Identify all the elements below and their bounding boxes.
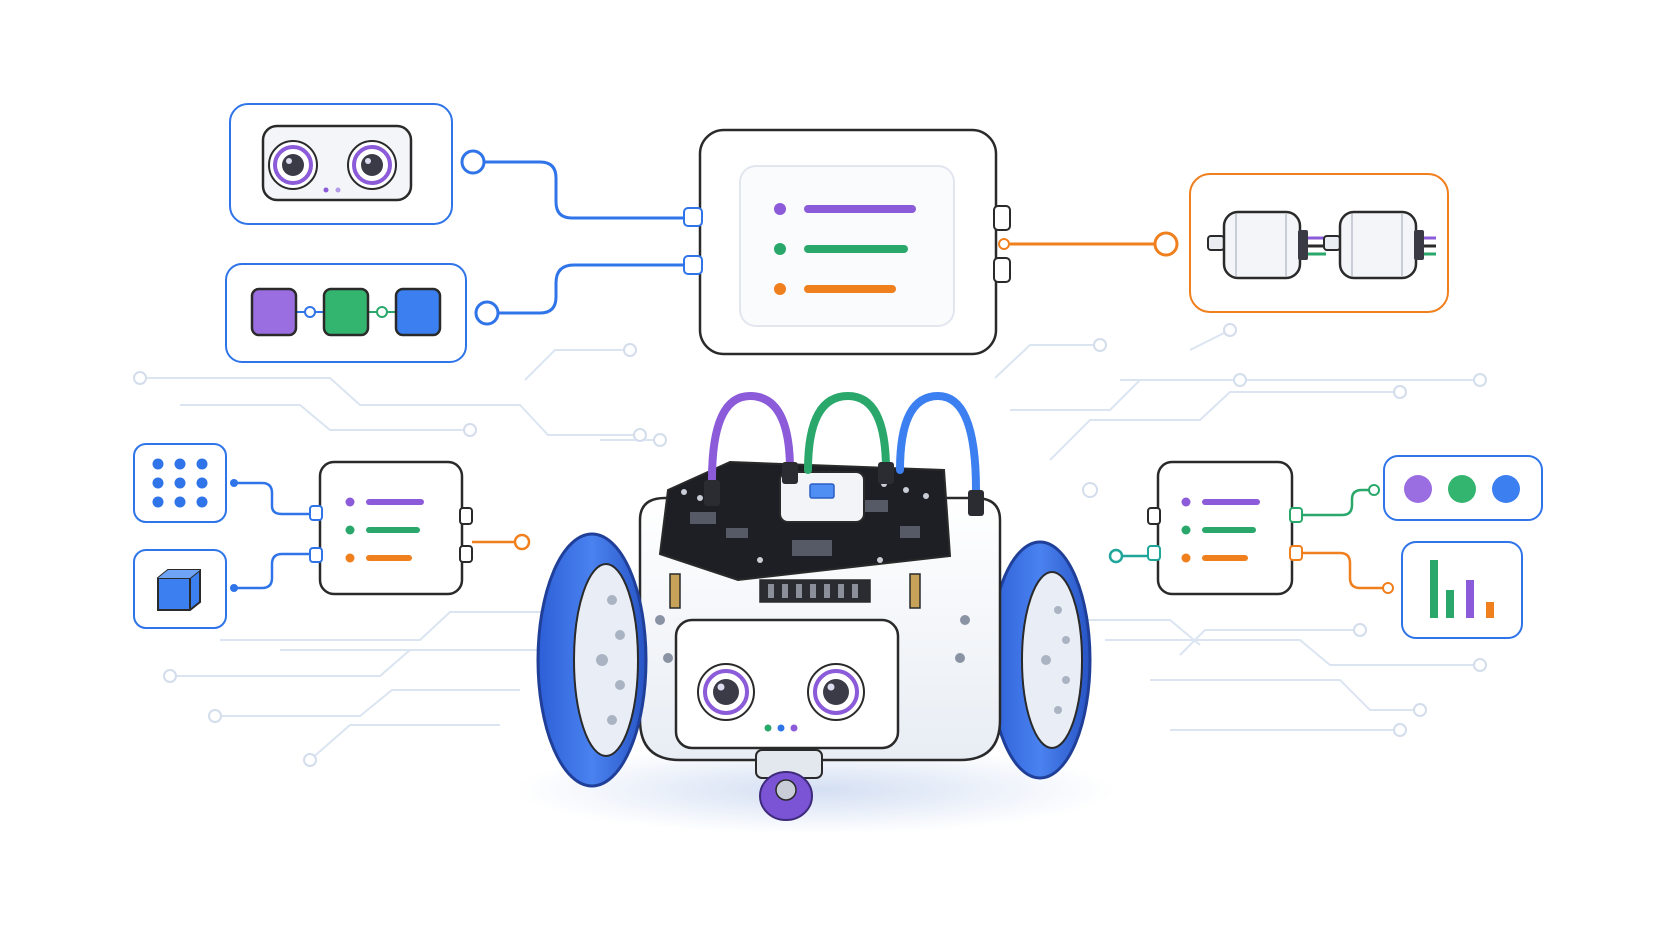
motors-module[interactable] (1189, 173, 1449, 313)
list-icon (774, 203, 916, 295)
right-controller[interactable] (1147, 460, 1303, 596)
bar-chart-module[interactable] (1401, 541, 1523, 639)
caster-wheel (755, 749, 823, 821)
dot-grid-icon (152, 458, 208, 508)
right-group-wires (1302, 488, 1384, 590)
standoffs (669, 573, 921, 609)
cube-icon (157, 569, 201, 611)
color-dots-icon (1404, 475, 1520, 503)
motors-connector-port[interactable] (1153, 231, 1179, 257)
sensor-eyes-module[interactable] (229, 103, 453, 225)
left-group-wires (234, 481, 318, 590)
ultrasonic-sensor-icon (261, 124, 413, 202)
right-controller-input (1108, 548, 1148, 564)
bar-chart-icon (1430, 560, 1494, 618)
color-blocks-icon (250, 287, 442, 337)
controller-to-motors-wire (998, 231, 1179, 257)
list-icon (1181, 497, 1260, 563)
robot-face (674, 618, 900, 750)
color-dots-module[interactable] (1383, 455, 1543, 521)
dot-grid-module[interactable] (133, 443, 227, 523)
controller-board (658, 460, 952, 603)
robot-car[interactable] (515, 391, 1115, 834)
left-controller-output (472, 533, 531, 551)
sensor-connector-port[interactable] (460, 149, 486, 175)
cable-connectors (704, 462, 984, 516)
right-wheel (988, 540, 1092, 780)
left-wheel (536, 532, 648, 788)
blocks-connector-port[interactable] (474, 300, 500, 326)
cables (708, 391, 980, 494)
background-trace-nodes (133, 323, 1487, 767)
background-traces (140, 329, 1480, 761)
cube-module[interactable] (133, 549, 227, 629)
sensor-to-controller-wire (484, 160, 686, 315)
list-icon (345, 497, 424, 563)
left-controller[interactable] (309, 460, 473, 596)
block-sequence-module[interactable] (225, 263, 467, 363)
motor-icon (1323, 210, 1436, 280)
central-controller[interactable] (683, 128, 1011, 356)
motor-icon (1207, 210, 1326, 280)
